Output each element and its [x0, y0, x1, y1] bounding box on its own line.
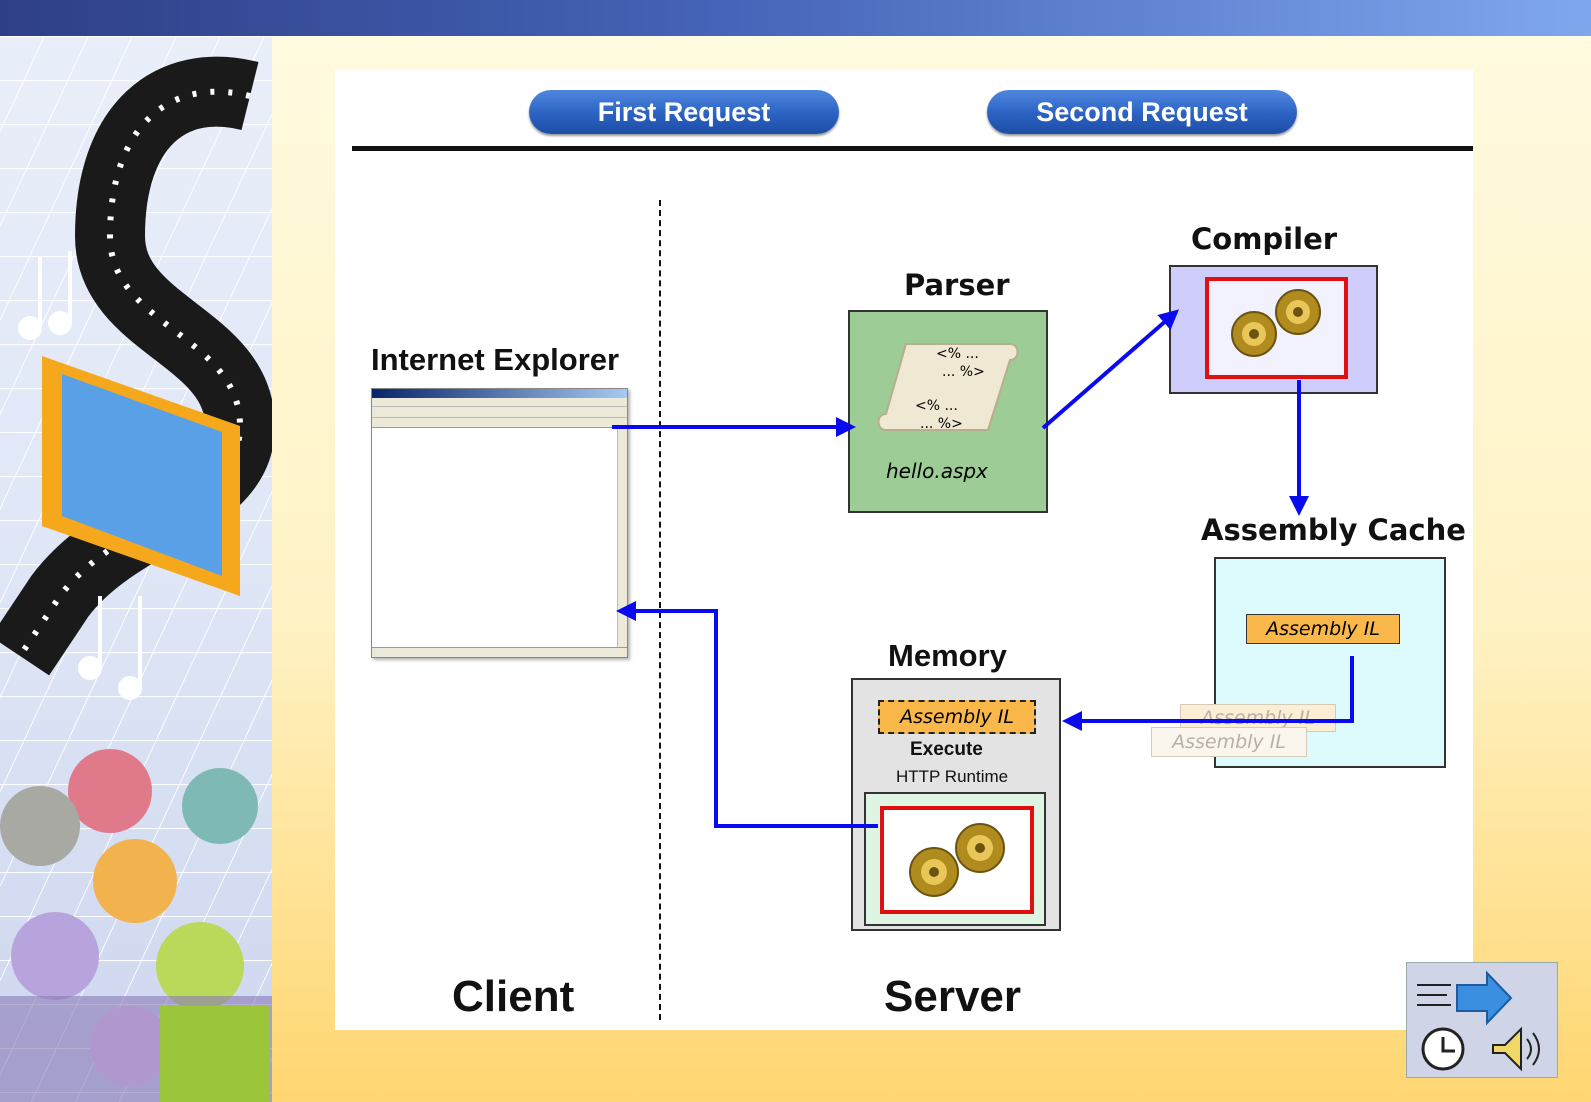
first-request-button[interactable]: First Request	[529, 90, 839, 134]
gears-icon	[1231, 289, 1321, 357]
people-icon	[0, 749, 272, 1102]
clock-icon	[1417, 970, 1540, 1072]
client-label: Client	[452, 972, 575, 1021]
internet-explorer-label: Internet Explorer	[371, 342, 620, 377]
parser-label: Parser	[904, 268, 1010, 302]
compiler-label: Compiler	[1191, 222, 1338, 256]
execute-label: Execute	[910, 739, 983, 760]
runtime-inner-frame	[880, 806, 1034, 914]
compiler-inner-frame	[1205, 277, 1348, 379]
scroll-icon	[877, 343, 1019, 431]
film-strip-icon	[0, 36, 272, 1102]
cache-assembly-il: Assembly IL	[1246, 614, 1400, 644]
http-runtime-label: HTTP Runtime	[896, 767, 1009, 786]
title-bar	[0, 0, 1591, 36]
gears-icon	[909, 823, 1005, 897]
decorative-sidebar	[0, 36, 272, 1102]
browser-window-icon	[371, 388, 628, 658]
scroll-line: ... %>	[942, 364, 985, 380]
second-request-button[interactable]: Second Request	[987, 90, 1297, 134]
scroll-line: ... %>	[920, 416, 963, 432]
server-label: Server	[884, 972, 1022, 1021]
assembly-cache-label: Assembly Cache	[1201, 513, 1466, 547]
header-divider	[352, 146, 1473, 151]
scroll-line: <% ...	[915, 398, 958, 414]
speaker-icon[interactable]	[1406, 962, 1558, 1078]
ghost-assembly-il: Assembly IL	[1151, 727, 1307, 757]
memory-label: Memory	[888, 638, 1007, 673]
parser-file-name: hello.aspx	[886, 459, 988, 483]
memory-assembly-il: Assembly IL	[878, 700, 1036, 734]
scroll-line: <% ...	[936, 346, 979, 362]
